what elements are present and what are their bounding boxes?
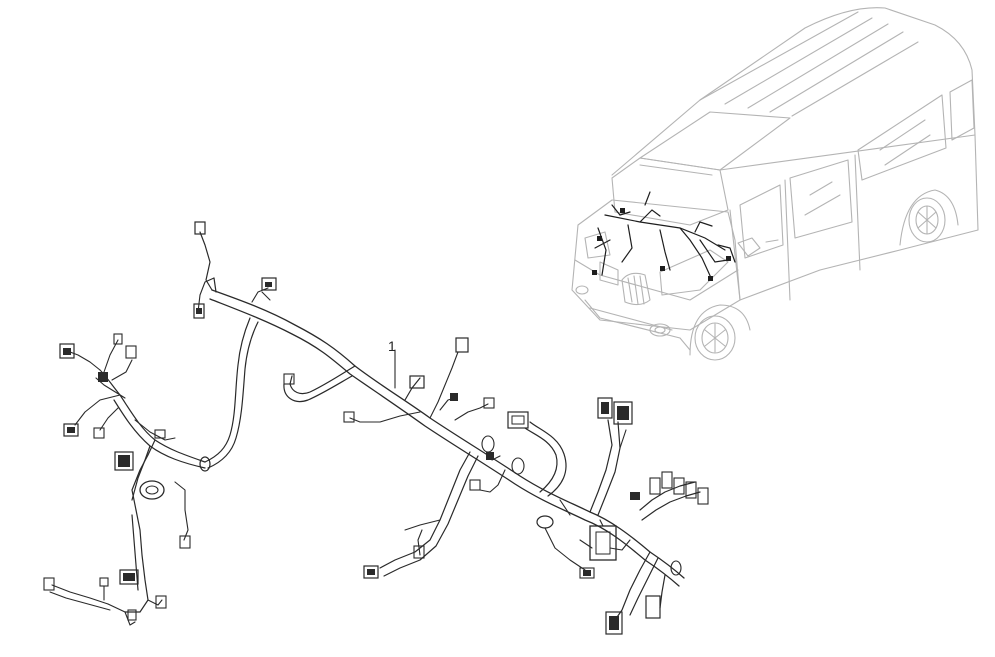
wiring-harness <box>43 221 709 635</box>
middle-branch <box>283 337 567 579</box>
callout-label-1: 1 <box>388 338 396 354</box>
left-branch <box>43 221 277 626</box>
main-trunk <box>209 289 685 587</box>
van-illustration <box>571 7 979 361</box>
right-branch <box>536 397 709 635</box>
